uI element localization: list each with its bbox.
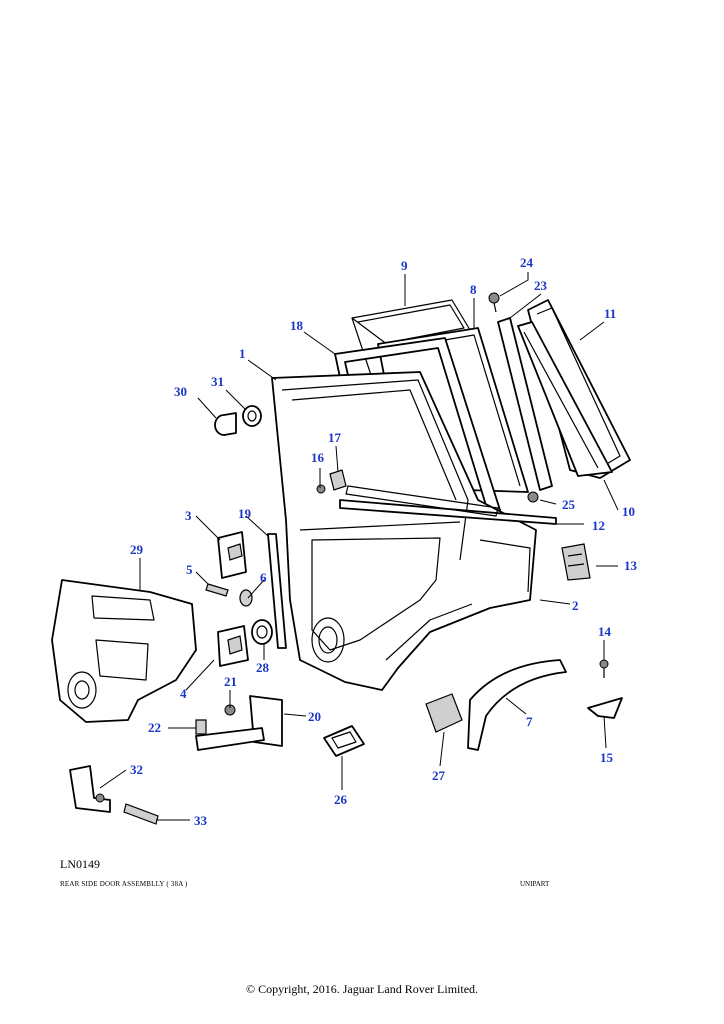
diagram-caption: REAR SIDE DOOR ASSEMBLLY ( 38A )	[60, 880, 188, 888]
callout-6: 6	[260, 570, 267, 585]
inner-moulding	[345, 485, 499, 517]
diagram-reference-code: LN0149	[60, 857, 100, 871]
callout-14: 14	[598, 624, 612, 639]
callout-28: 28	[256, 660, 270, 675]
grommet-26	[323, 725, 365, 757]
wheel-arch-trim-7	[467, 659, 567, 751]
callout-21: 21	[224, 674, 237, 689]
screw-24	[488, 292, 500, 313]
callout-27: 27	[432, 768, 446, 783]
hinge-upper-3	[217, 531, 247, 579]
pad-27	[425, 693, 463, 733]
hinge-lower-4	[217, 625, 249, 667]
callout-8: 8	[470, 282, 477, 297]
callout-5: 5	[186, 562, 193, 577]
hinge-pin-30	[214, 412, 237, 436]
callout-20: 20	[308, 709, 321, 724]
callout-13: 13	[624, 558, 638, 573]
callout-11: 11	[604, 306, 616, 321]
quarter-glass-10	[517, 321, 613, 477]
callout-2: 2	[572, 598, 579, 613]
clip-15	[587, 697, 623, 719]
callout-33: 33	[194, 813, 208, 828]
division-channel-23	[497, 317, 553, 491]
callout-4: 4	[180, 686, 187, 701]
supplier-label: UNIPART	[520, 880, 550, 888]
callout-30: 30	[174, 384, 187, 399]
callout-1: 1	[239, 346, 246, 361]
callout-7: 7	[526, 714, 533, 729]
bolt-33	[123, 803, 159, 825]
pin-22	[195, 719, 207, 735]
callout-3: 3	[185, 508, 192, 523]
callout-29: 29	[130, 542, 144, 557]
callout-15: 15	[600, 750, 614, 765]
bolt-5	[205, 583, 229, 597]
bush-31	[242, 405, 262, 427]
callout-25: 25	[562, 497, 576, 512]
callout-19: 19	[238, 506, 252, 521]
screw-25	[527, 491, 539, 503]
callout-10: 10	[622, 504, 635, 519]
door-shell-1	[271, 371, 537, 691]
bracket-32	[69, 765, 111, 813]
screw-16	[316, 484, 326, 494]
trim-panel-29	[51, 579, 197, 723]
callout-26: 26	[334, 792, 348, 807]
callout-17: 17	[328, 430, 342, 445]
callout-labels: 1 2 3 4 5 6 7 8 9 10 11 12 13 14 15 16 1…	[130, 255, 638, 828]
bracket-13	[561, 543, 591, 581]
callout-12: 12	[592, 518, 605, 533]
callout-23: 23	[534, 278, 548, 293]
copyright-notice: © Copyright, 2016. Jaguar Land Rover Lim…	[245, 982, 479, 996]
callout-9: 9	[401, 258, 408, 273]
callout-32: 32	[130, 762, 143, 777]
seal-strip-19	[267, 533, 287, 649]
callout-31: 31	[211, 374, 224, 389]
leader-lines	[99, 272, 619, 821]
bush-28	[251, 619, 273, 645]
quarter-glass-seal-11	[527, 299, 631, 479]
callout-16: 16	[311, 450, 325, 465]
callout-24: 24	[520, 255, 534, 270]
check-strap-20	[195, 695, 283, 751]
callout-18: 18	[290, 318, 304, 333]
callout-22: 22	[148, 720, 161, 735]
washer-6	[239, 589, 253, 607]
screw-14	[599, 659, 609, 678]
